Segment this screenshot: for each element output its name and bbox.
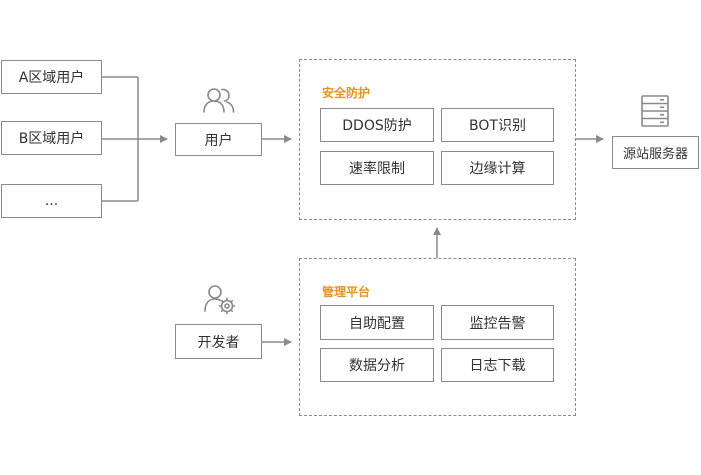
security-protection-title: 安全防护 (322, 86, 371, 100)
more-users-label: ... (44, 193, 59, 209)
developer-label: 开发者 (197, 334, 240, 351)
management-platform-group: 管理平台 (299, 258, 576, 416)
user-box: 用户 (175, 123, 262, 156)
log-download-label: 日志下载 (469, 358, 526, 374)
monitoring-alert-box: 监控告警 (441, 305, 554, 340)
management-platform-title: 管理平台 (322, 285, 371, 299)
rate-limit-label: 速率限制 (349, 161, 405, 177)
ddos-protection-box: DDOS防护 (320, 108, 434, 142)
origin-server-box: 源站服务器 (612, 136, 699, 169)
edge-computing-label: 边缘计算 (469, 161, 526, 177)
bot-detection-label: BOT识别 (469, 118, 526, 134)
region-a-users-box: A区域用户 (1, 60, 102, 94)
developer-box: 开发者 (175, 324, 262, 359)
monitoring-alert-label: 监控告警 (469, 315, 526, 332)
self-config-box: 自助配置 (320, 305, 434, 340)
server-icon (641, 95, 669, 127)
users-icon (203, 88, 235, 113)
user-label: 用户 (204, 132, 233, 149)
edge-computing-box: 边缘计算 (441, 151, 554, 185)
bot-detection-box: BOT识别 (441, 108, 554, 142)
data-analysis-label: 数据分析 (349, 358, 405, 374)
region-a-users-label: A区域用户 (18, 70, 85, 86)
log-download-box: 日志下载 (441, 348, 554, 382)
security-protection-group: 安全防护 (299, 59, 576, 220)
more-users-box: ... (1, 184, 102, 218)
region-b-users-label: B区域用户 (18, 131, 85, 147)
rate-limit-box: 速率限制 (320, 151, 434, 185)
ddos-protection-label: DDOS防护 (342, 118, 412, 134)
region-b-users-box: B区域用户 (1, 121, 102, 155)
origin-server-label: 源站服务器 (622, 147, 688, 162)
self-config-label: 自助配置 (349, 315, 405, 332)
developer-settings-icon (204, 285, 236, 314)
data-analysis-box: 数据分析 (320, 348, 434, 382)
